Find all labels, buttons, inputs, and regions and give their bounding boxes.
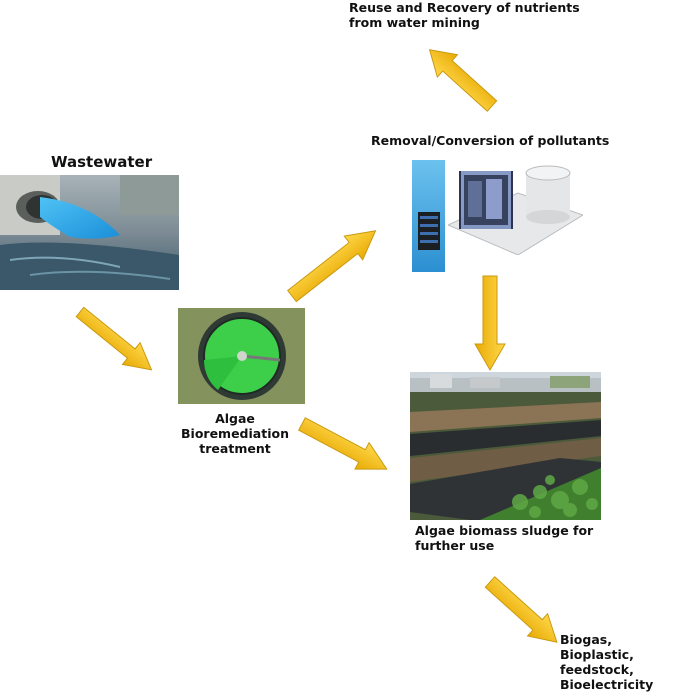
algae-pond-image <box>178 308 305 404</box>
arrow-removal-to-reuse <box>428 49 498 112</box>
algae-treatment-line-2: Bioremediation <box>181 426 289 441</box>
wastewater-label: Wastewater <box>51 153 153 171</box>
algae-biomass-image <box>410 372 601 520</box>
reuse-label: Reuse and Recovery of nutrients from wat… <box>349 0 580 30</box>
products-label-line-3: Bioelectricity <box>560 677 654 692</box>
sludge-label: Algae biomass sludge for further use <box>415 523 593 553</box>
products-label-line-1: Biogas, Bioplastic, <box>560 632 634 662</box>
arrow-treatment-to-sludge <box>298 417 388 470</box>
algae-treatment-line-3: treatment <box>199 441 271 456</box>
arrow-treatment-to-removal <box>286 230 377 303</box>
reuse-label-line-1: Reuse and Recovery of nutrients <box>349 0 580 15</box>
algae-treatment-line-1: Algae <box>215 411 255 426</box>
blue-panel-image <box>412 160 445 272</box>
arrow-sludge-to-products <box>484 576 558 643</box>
sludge-label-line-2: further use <box>415 538 495 553</box>
products-label: Biogas, Bioplastic, feedstock, Bioelectr… <box>560 632 685 692</box>
wastewater-image <box>0 175 179 290</box>
treatment-plant-image <box>448 155 583 255</box>
sludge-label-line-1: Algae biomass sludge for <box>415 523 594 538</box>
algae-treatment-label: Algae Bioremediation treatment <box>175 411 295 456</box>
arrow-wastewater-to-treatment <box>75 306 153 371</box>
arrow-removal-to-sludge <box>474 275 506 372</box>
products-label-line-2: feedstock, <box>560 662 634 677</box>
reuse-label-line-2: from water mining <box>349 15 480 30</box>
removal-label: Removal/Conversion of pollutants <box>371 133 610 148</box>
